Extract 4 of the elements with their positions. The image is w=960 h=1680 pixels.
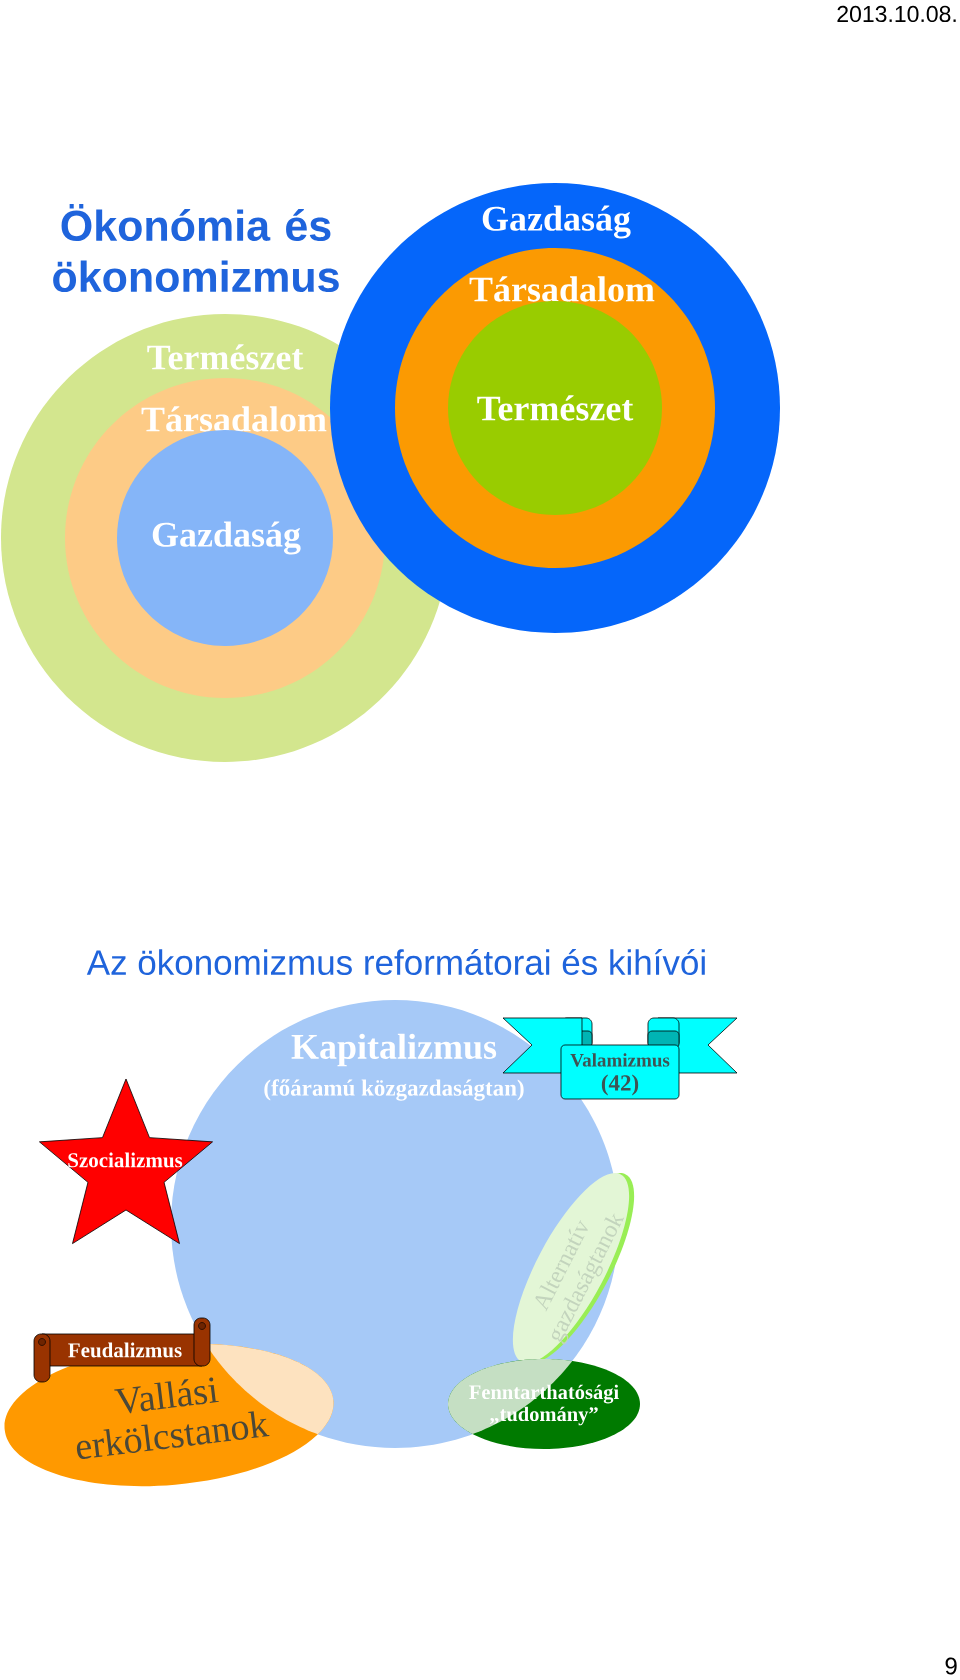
page-number: 9 bbox=[945, 1657, 957, 1675]
date-text: 2013.10.08. bbox=[837, 5, 956, 23]
slide-title: Az ökonomizmus reformátorai és kihívói bbox=[86, 948, 705, 976]
star: Szocializmus bbox=[39, 1078, 213, 1244]
